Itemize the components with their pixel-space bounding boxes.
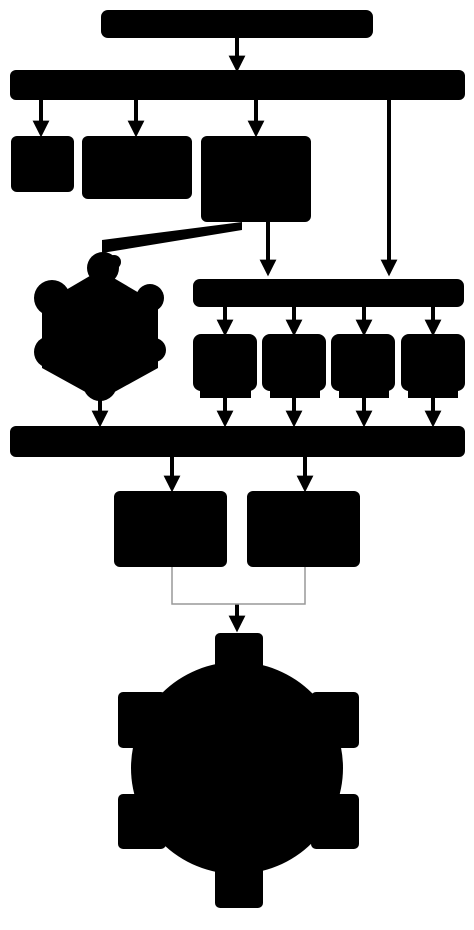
node-sub-bar: [193, 279, 464, 307]
node-sub-box-4: [401, 334, 465, 398]
connector-out-bracket: [171, 567, 306, 605]
node-box-a: [11, 136, 74, 192]
node-sub-box-1: [193, 334, 257, 398]
node-sub-box-2: [262, 334, 326, 398]
node-top-bar: [101, 10, 373, 38]
node-box-c: [201, 136, 311, 222]
connector-boxc-to-gear-small: [102, 222, 242, 253]
node-out-box-1: [114, 491, 227, 567]
node-gear-small: [34, 252, 166, 401]
node-wide-bar-1: [10, 70, 465, 100]
node-box-b: [82, 136, 192, 199]
node-wide-bar-2: [10, 426, 465, 457]
node-sub-box-3: [331, 334, 395, 398]
connector-layer: [32, 38, 442, 633]
node-out-box-2: [247, 491, 360, 567]
node-gear-large: [118, 633, 359, 908]
